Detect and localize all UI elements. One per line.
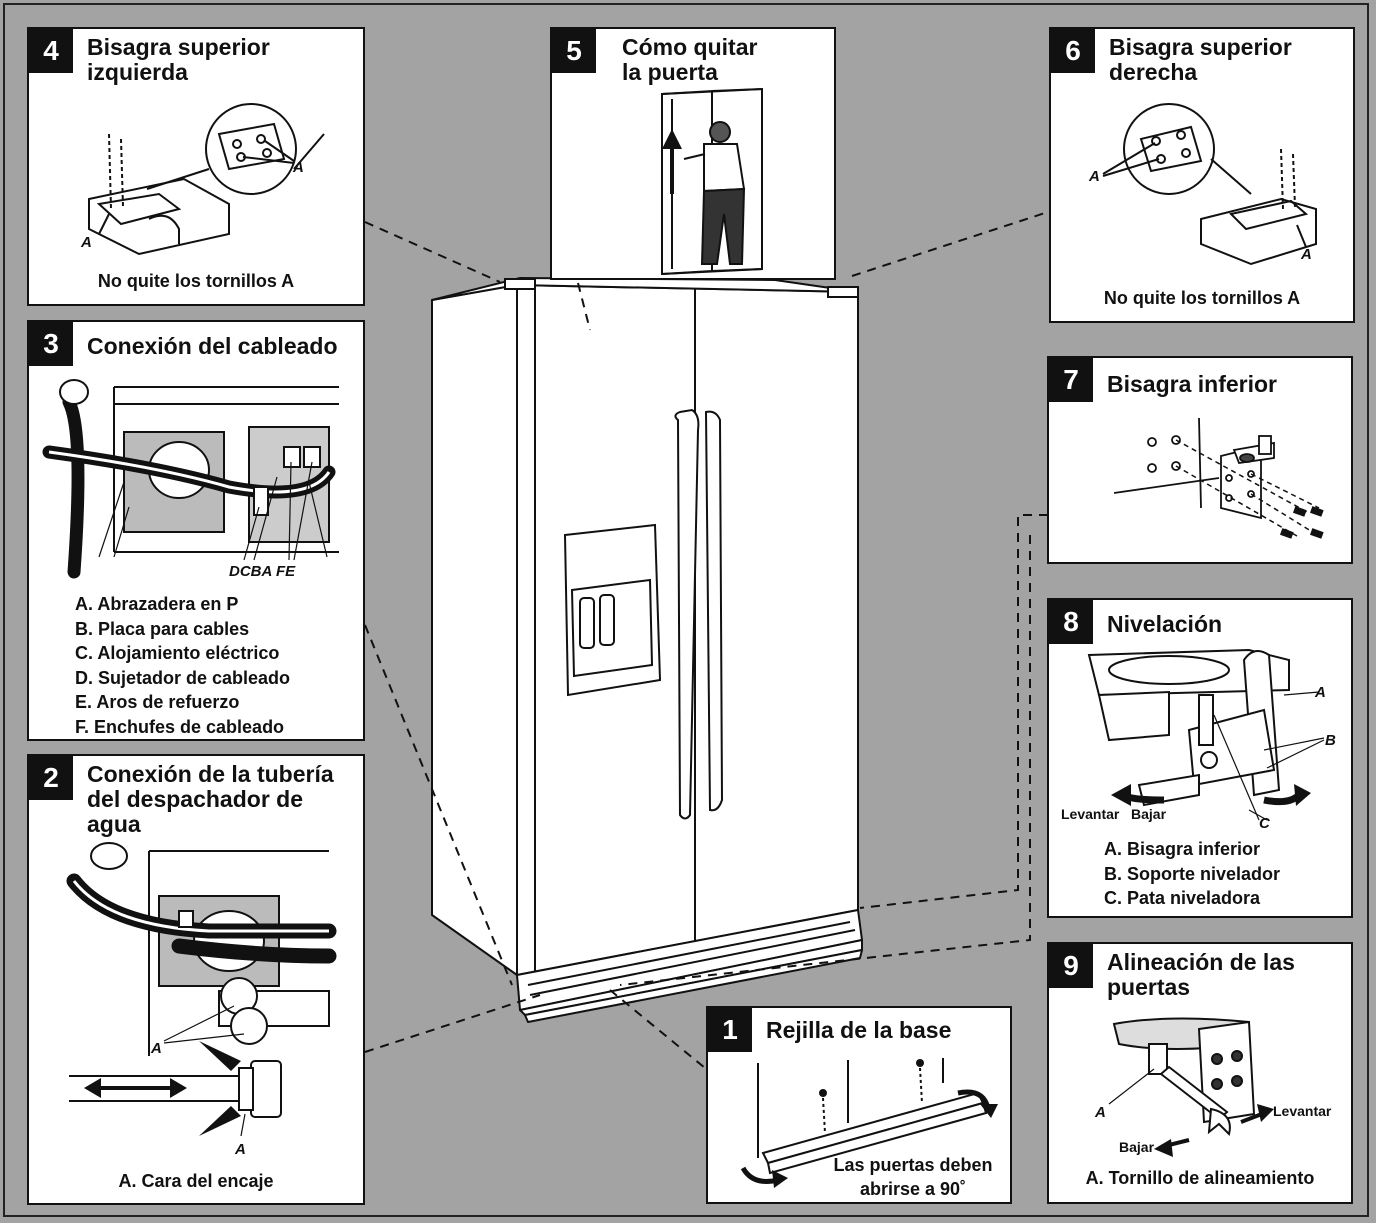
step-number: 8 <box>1049 600 1093 644</box>
leveling-legend: A. Bisagra inferior B. Soporte nivelador… <box>1104 837 1280 911</box>
raise-label: Levantar <box>1061 806 1120 822</box>
panel-title: Bisagra inferior <box>1107 371 1277 397</box>
callout-b: B <box>1325 732 1336 749</box>
legend-item: A. Abrazadera en P <box>75 594 239 614</box>
lower-label: Bajar <box>1131 806 1167 822</box>
callout-a: A <box>80 234 92 251</box>
lower-label: Bajar <box>1119 1139 1155 1155</box>
callout-a: A <box>234 1141 246 1158</box>
legend-item: F. Enchufes de cableado <box>75 716 285 737</box>
panel-title: Bisagra superior derecha <box>1109 34 1292 85</box>
callout-a: A <box>150 1040 162 1057</box>
legend-item: E. Aros de refuerzo <box>75 692 240 712</box>
panel-caption: A. Tornillo de alineamiento <box>1085 1168 1315 1188</box>
panel-title: Rejilla de la base <box>766 1017 952 1043</box>
step-number: 9 <box>1049 944 1093 988</box>
bottom-hinge-drawing <box>1113 417 1324 539</box>
panel-title: Conexión del cableado <box>87 333 338 359</box>
step-number: 3 <box>29 322 73 366</box>
wiring-legend: A. Abrazadera en P B. Placa para cables … <box>75 592 290 739</box>
callout-a: A <box>1300 246 1312 263</box>
panel-title: Alineación de las puertas <box>1107 949 1295 1000</box>
step-number: 4 <box>29 29 73 73</box>
step-number: 7 <box>1049 358 1093 402</box>
step-number: 5 <box>552 29 596 73</box>
panel-title: Cómo quitar la puerta <box>622 34 758 85</box>
step-number: 2 <box>29 756 73 800</box>
panel-caption: No quite los tornillos A <box>1103 288 1301 308</box>
callout-a: A <box>292 159 304 176</box>
legend-item: B. Soporte nivelador <box>1104 863 1281 884</box>
panel-6-top-right-hinge: 6 Bisagra superior derecha A A No quite … <box>1049 27 1355 323</box>
hinge-drawing: A A <box>80 103 325 256</box>
panel-title: Nivelación <box>1107 611 1223 637</box>
leveling-drawing: A B C Levantar Bajar <box>1061 648 1336 832</box>
panel-9-door-alignment: 9 Alineación de las puertas A Levantar B… <box>1047 942 1353 1204</box>
panel-caption: A. Cara del encaje <box>118 1171 274 1191</box>
panel-7-bottom-hinge: 7 Bisagra inferior <box>1047 356 1353 564</box>
legend-item: D. Sujetador de cableado <box>75 667 291 688</box>
panel-8-leveling: 8 Nivelación A B C Levantar Bajar <box>1047 598 1353 918</box>
water-line-drawing: A A <box>66 842 337 1158</box>
panel-title: Bisagra superior izquierda <box>87 34 270 85</box>
callout-a: A <box>1314 684 1326 701</box>
remove-door-drawing <box>661 87 763 276</box>
diagram-frame <box>3 3 1369 1217</box>
base-grille-drawing <box>740 1058 998 1188</box>
panel-3-wiring-connection: 3 Conexión del cableado <box>27 320 365 741</box>
legend-item: C. Pata niveladora <box>1104 888 1261 908</box>
callout-c: C <box>1259 815 1271 832</box>
panel-2-water-line-connection: 2 Conexión de la tubería del despachador… <box>27 754 365 1205</box>
panel-caption: No quite los tornillos A <box>97 271 295 291</box>
callout-a: A <box>1094 1104 1106 1121</box>
wiring-drawing: DCBA FE <box>42 379 339 580</box>
panel-title: Conexión de la tubería del despachador d… <box>87 761 334 837</box>
alignment-drawing: A Levantar Bajar <box>1094 1017 1332 1157</box>
panel-caption: Las puertas deben abrirse a 90˚ <box>833 1155 993 1199</box>
legend-item: C. Alojamiento eléctrico <box>75 643 280 663</box>
step-number: 6 <box>1051 29 1095 73</box>
panel-4-top-left-hinge: 4 Bisagra superior izquierda A A No quit… <box>27 27 365 306</box>
legend-item: B. Placa para cables <box>75 618 250 639</box>
callout-labels: DCBA FE <box>229 563 296 580</box>
panel-5-remove-door: 5 Cómo quitar la puerta <box>550 27 836 280</box>
raise-label: Levantar <box>1273 1103 1332 1119</box>
callout-a: A <box>1088 168 1100 185</box>
step-number: 1 <box>708 1008 752 1052</box>
legend-item: A. Bisagra inferior <box>1104 839 1261 859</box>
hinge-drawing: A A <box>1088 103 1317 266</box>
panel-1-base-grille: 1 Rejilla de la base Las puertas deben a… <box>706 1006 1012 1204</box>
